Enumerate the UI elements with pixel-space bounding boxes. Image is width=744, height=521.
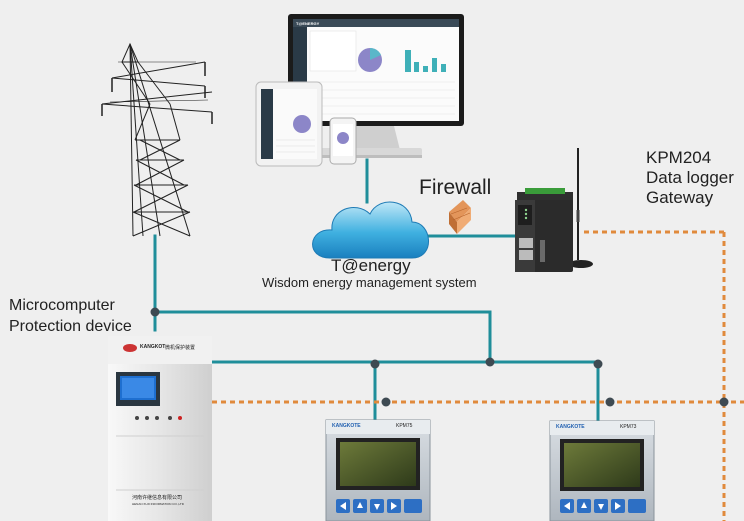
meter-kpm75-brand: KANGKOTE (332, 423, 361, 429)
meter-kpm73-model: KPM73 (620, 424, 637, 430)
transmission-tower-icon (101, 42, 213, 237)
gateway-label-model: KPM204 (646, 148, 712, 167)
firewall-label: Firewall (419, 176, 492, 199)
cloud-subtitle: Wisdom energy management system (262, 275, 477, 290)
protection-model: 微机保护装置 (165, 345, 196, 351)
smartphone-icon (329, 117, 357, 165)
protection-company-cn: 河南许继信息有限公司 (132, 495, 183, 501)
meter-kpm75-model: KPM75 (396, 423, 413, 429)
power-meter-kpm73-icon (549, 420, 655, 521)
tablet-icon (255, 81, 323, 167)
bus-junction-nodes (150, 307, 729, 407)
protection-brand: KANGKOT (140, 344, 166, 350)
gateway-label-type: Data logger (646, 168, 734, 187)
gateway-device-icon (515, 148, 593, 272)
cloud-icon (312, 201, 429, 259)
power-meter-kpm75-icon (325, 419, 431, 521)
gateway-label-role: Gateway (646, 188, 714, 207)
meter-kpm73-brand: KANGKOTE (556, 424, 585, 430)
protection-label-line1: Microcomputer (9, 297, 115, 314)
protection-label-line2: Protection device (9, 318, 132, 335)
protection-device-icon (108, 336, 212, 521)
protection-company-en: HENAN XUJI INFORMATION CO.,LTD (132, 502, 184, 506)
monitor-app-logo: T@ENERGY (296, 21, 320, 26)
firewall-icon (449, 200, 471, 234)
cloud-title: T@energy (331, 256, 411, 275)
